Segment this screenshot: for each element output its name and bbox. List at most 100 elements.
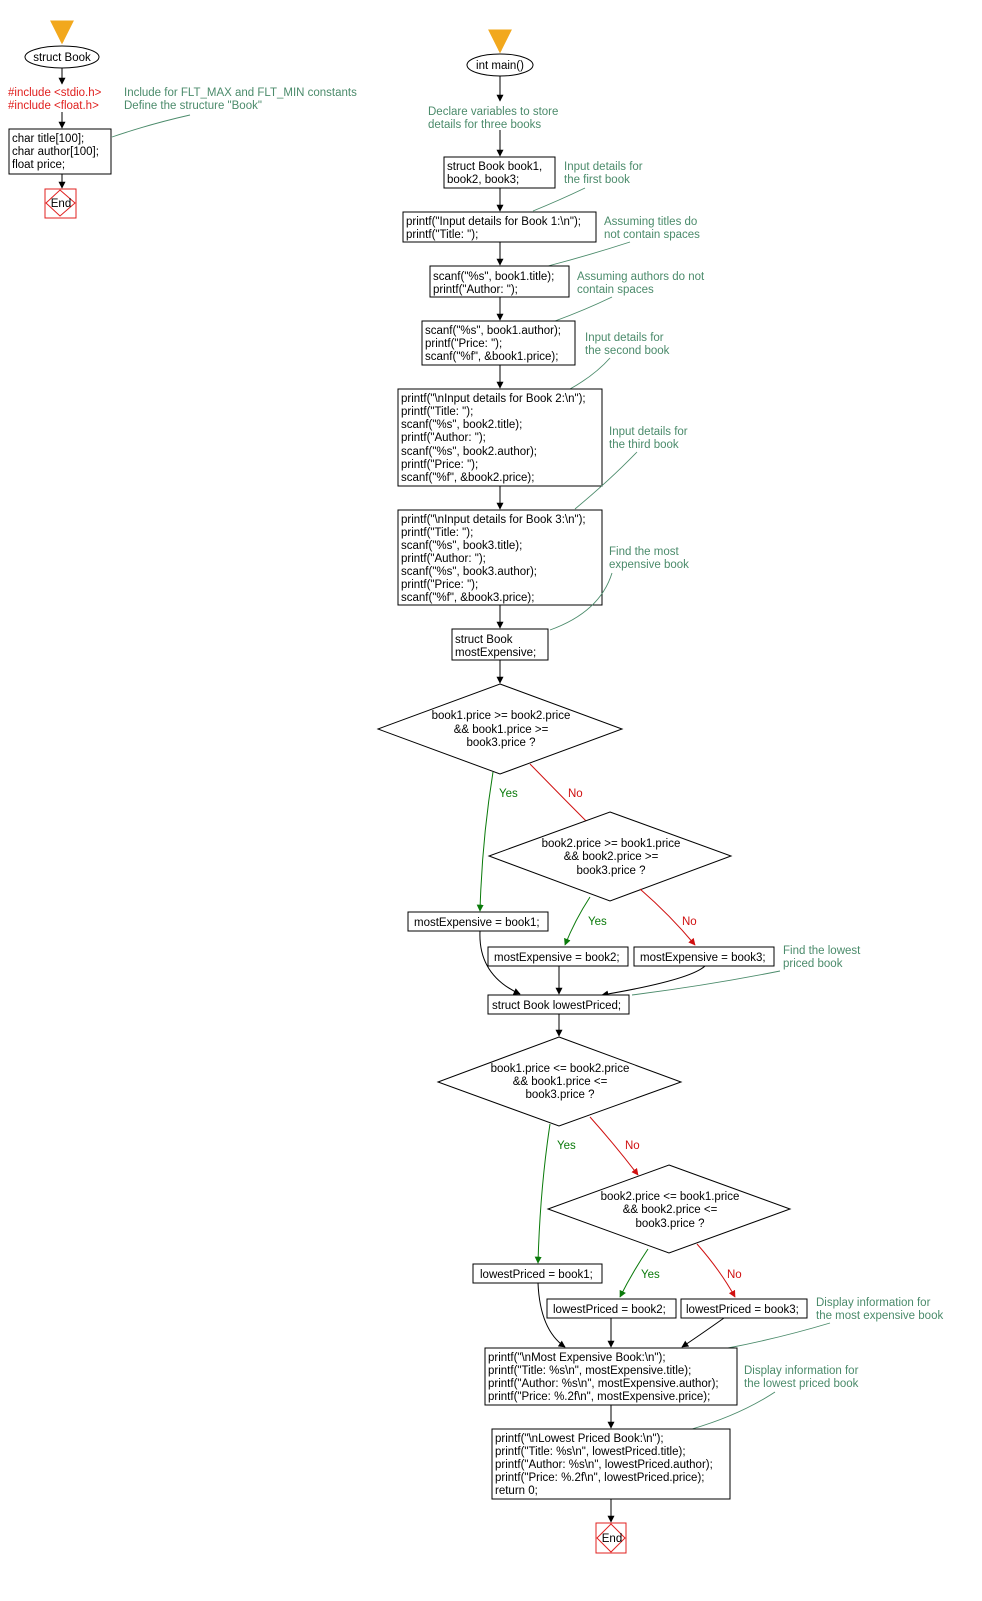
comment-connector-first <box>532 187 586 212</box>
comment-connector-lowest <box>631 970 781 996</box>
end-node-struct-diamond <box>45 189 76 217</box>
print-low-line-1: printf("\nLowest Priced Book:\n"); <box>495 1433 664 1445</box>
label-low1-no: No <box>625 1140 640 1152</box>
comment-third-2: the third book <box>609 439 679 451</box>
edge-most1-merge <box>479 930 521 995</box>
input2-box <box>397 388 603 487</box>
print-most-line-4: printf("Price: %.2f\n", mostExpensive.pr… <box>488 1391 710 1403</box>
print-low-line-4: printf("Price: %.2f\n", lowestPriced.pri… <box>495 1472 704 1484</box>
edge-most2-yes <box>564 896 591 946</box>
decision-low-2 <box>546 1164 792 1254</box>
comment-include: Include for FLT_MAX and FLT_MIN constant… <box>124 87 357 99</box>
assign-most2-text: mostExpensive = book2; <box>494 952 620 964</box>
label-most2-yes: Yes <box>588 916 607 928</box>
comment-connector-struct <box>111 114 191 138</box>
scan-title1-box <box>429 265 570 298</box>
comment-declare-1: Declare variables to store <box>428 106 558 118</box>
print-low-box <box>491 1428 731 1500</box>
member-title: char title[100]; <box>12 133 84 145</box>
member-author: char author[100]; <box>12 146 99 158</box>
assign-most3-box <box>633 946 775 967</box>
start-label-main: int main() <box>476 60 524 72</box>
decision-most-2-line-3: book3.price ? <box>576 865 645 877</box>
scan-author1-line-2: printf("Price: "); <box>425 338 502 350</box>
include-float: #include <float.h> <box>8 100 99 112</box>
start-label-struct: struct Book <box>33 52 91 64</box>
print-most-line-3: printf("Author: %s\n", mostExpensive.aut… <box>488 1378 719 1390</box>
comment-connector-third <box>574 451 638 510</box>
scan-author1-line-3: scanf("%f", &book1.price); <box>425 351 558 363</box>
label-low1-yes: Yes <box>557 1140 576 1152</box>
comment-second-1: Input details for <box>585 332 664 344</box>
input3-line-5: scanf("%s", book3.author); <box>401 566 537 578</box>
comment-lowest-2: priced book <box>783 958 843 970</box>
input2-line-7: scanf("%f", &book2.price); <box>401 472 534 484</box>
assign-most3-text: mostExpensive = book3; <box>640 952 766 964</box>
assign-low3-box <box>680 1298 808 1319</box>
decision-most-1-line-1: book1.price >= book2.price <box>432 710 571 722</box>
comment-connector-display-most <box>727 1322 831 1349</box>
comment-connector-most <box>549 572 613 631</box>
scan-title1-line-1: scanf("%s", book1.title); <box>433 271 554 283</box>
decision-low-1-line-2: && book1.price <= <box>513 1076 608 1088</box>
declare-line-2: book2, book3; <box>447 174 519 186</box>
comment-connector-authors <box>554 296 613 322</box>
most-decl-line-2: mostExpensive; <box>455 647 536 659</box>
label-most1-no: No <box>568 788 583 800</box>
comment-lowest-1: Find the lowest <box>783 945 861 957</box>
input2-line-2: printf("Title: "); <box>401 406 473 418</box>
member-price: float price; <box>12 159 65 171</box>
comment-most-1: Find the most <box>609 546 679 558</box>
most-decl-line-1: struct Book <box>455 634 513 646</box>
declare-box <box>443 156 556 189</box>
comment-display-most-2: the most expensive book <box>816 1310 943 1322</box>
comment-connector-titles <box>547 241 631 267</box>
comment-display-low-2: the lowest priced book <box>744 1378 859 1390</box>
edge-low1-merge <box>537 1282 566 1348</box>
declare-line-1: struct Book book1, <box>447 161 542 173</box>
assign-most1-text: mostExpensive = book1; <box>414 917 540 929</box>
decision-most-1-line-3: book3.price ? <box>466 737 535 749</box>
decision-low-1 <box>436 1036 683 1127</box>
input1-box <box>402 211 597 243</box>
edge-low1-no <box>589 1116 639 1176</box>
input2-line-6: printf("Price: "); <box>401 459 478 471</box>
edge-most2-no <box>639 888 696 946</box>
input1-line-2: printf("Title: "); <box>406 229 478 241</box>
scan-author1-line-1: scanf("%s", book1.author); <box>425 325 561 337</box>
decision-most-1 <box>376 683 624 775</box>
end-label-main: End <box>602 1533 622 1545</box>
assign-low1-box <box>472 1263 603 1284</box>
input2-line-5: scanf("%s", book2.author); <box>401 446 537 458</box>
input3-line-7: scanf("%f", &book3.price); <box>401 592 534 604</box>
input3-line-6: printf("Price: "); <box>401 579 478 591</box>
print-low-line-2: printf("Title: %s\n", lowestPriced.title… <box>495 1446 686 1458</box>
decision-low-2-line-3: book3.price ? <box>635 1218 704 1230</box>
print-most-box <box>484 1347 738 1406</box>
comment-display-most-1: Display information for <box>816 1297 931 1309</box>
comment-second-2: the second book <box>585 345 670 357</box>
scan-author1-box <box>421 320 576 366</box>
edge-low2-no <box>696 1243 736 1298</box>
print-low-line-3: printf("Author: %s\n", lowestPriced.auth… <box>495 1459 713 1471</box>
struct-members-box <box>8 128 112 175</box>
decision-low-2-line-1: book2.price <= book1.price <box>601 1191 740 1203</box>
input2-line-1: printf("\nInput details for Book 2:\n"); <box>401 393 586 405</box>
input2-line-3: scanf("%s", book2.title); <box>401 419 522 431</box>
most-decl-box <box>451 628 549 661</box>
lowest-decl-text: struct Book lowestPriced; <box>492 1000 621 1012</box>
end-node-main-diamond <box>596 1523 626 1553</box>
decision-most-2-line-1: book2.price >= book1.price <box>542 838 681 850</box>
decision-low-1-line-1: book1.price <= book2.price <box>491 1063 630 1075</box>
print-most-line-2: printf("Title: %s\n", mostExpensive.titl… <box>488 1365 691 1377</box>
decision-most-1-line-2: && book1.price >= <box>454 724 549 736</box>
comment-connector-display-low <box>691 1391 776 1430</box>
input3-box <box>397 509 603 606</box>
assign-low1-text: lowestPriced = book1; <box>480 1269 593 1281</box>
assign-most1-box <box>407 911 549 932</box>
label-low2-no: No <box>727 1269 742 1281</box>
end-label-struct: End <box>51 198 71 210</box>
label-most1-yes: Yes <box>499 788 518 800</box>
end-node-struct-frame <box>44 188 77 219</box>
